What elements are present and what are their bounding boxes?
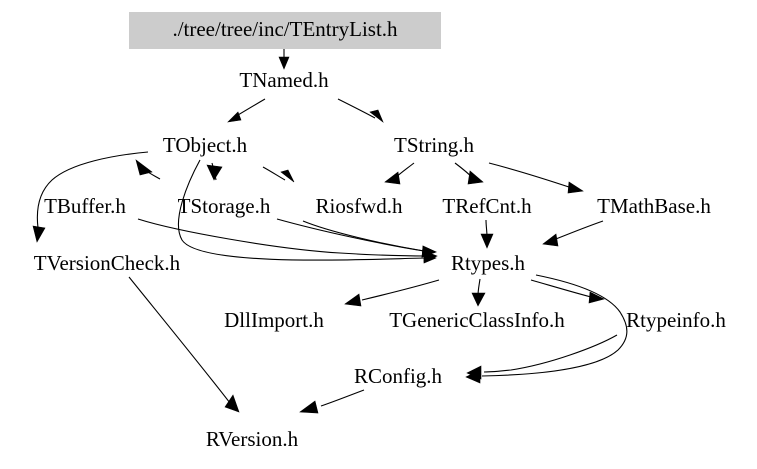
edge-rtypes-rtypeinfo [530,279,605,304]
node-label-rtypeinfo: Rtypeinfo.h [626,308,726,332]
node-label-tstorage: TStorage.h [178,194,271,218]
edge-tnamed-tstring [337,98,384,123]
edge-tstorage-rtypes [276,218,437,258]
edge-tstring-trefcnt [454,162,484,185]
edge-rtypeinfo-rconfig [466,334,618,380]
node-rtypeinfo[interactable]: Rtypeinfo.h [626,308,726,332]
node-rversion[interactable]: RVersion.h [206,427,299,451]
edge-tobject-tstorage [206,162,223,181]
edge-rtypes-tgenericclassinfo [471,278,486,307]
node-tnamed[interactable]: TNamed.h [239,68,329,92]
node-tbuffer[interactable]: TBuffer.h [44,194,126,218]
edge-layer [32,49,628,414]
node-label-riosfwd: Riosfwd.h [316,194,403,218]
edge-rconfig-rversion [299,389,365,414]
node-tobject[interactable]: TObject.h [163,133,248,157]
edge-tobject-riosfwd [262,166,295,183]
node-layer: ./tree/tree/inc/TEntryList.h TNamed.h TO… [34,12,726,451]
node-label-tstring: TString.h [394,133,474,157]
node-rconfig[interactable]: RConfig.h [354,364,443,388]
node-riosfwd[interactable]: Riosfwd.h [316,194,403,218]
node-label-tentrylist: ./tree/tree/inc/TEntryList.h [172,17,398,41]
edge-riosfwd-rtypes [302,220,437,258]
edge-tnamed-tobject [227,98,266,123]
edge-tobject-tversioncheck [32,151,149,243]
edge-tmathbase-rtypes [542,220,604,247]
node-label-tversioncheck: TVersionCheck.h [34,251,181,275]
node-label-tnamed: TNamed.h [239,68,329,92]
node-label-tgenericclassinfo: TGenericClassInfo.h [389,308,565,332]
edge-tversioncheck-rversion [128,276,240,413]
edge-trefcnt-rtypes [480,219,494,249]
node-label-tbuffer: TBuffer.h [44,194,126,218]
node-label-tobject: TObject.h [163,133,248,157]
node-label-dllimport: DllImport.h [224,308,324,332]
node-dllimport[interactable]: DllImport.h [224,308,324,332]
node-label-tmathbase: TMathBase.h [597,194,711,218]
edge-rtypes-dllimport [344,279,440,307]
node-rtypes[interactable]: Rtypes.h [451,251,526,275]
node-tentrylist[interactable]: ./tree/tree/inc/TEntryList.h [129,12,441,49]
node-trefcnt[interactable]: TRefCnt.h [442,194,532,218]
root-node-background [129,12,441,49]
node-label-rversion: RVersion.h [206,427,299,451]
edge-tentrylist-tnamed [278,49,290,70]
node-label-rtypes: Rtypes.h [451,251,526,275]
node-label-rconfig: RConfig.h [354,364,443,388]
edge-tobject-tbuffer [135,159,161,180]
node-tstring[interactable]: TString.h [394,133,474,157]
node-tversioncheck[interactable]: TVersionCheck.h [34,251,181,275]
node-tstorage[interactable]: TStorage.h [178,194,271,218]
node-label-trefcnt: TRefCnt.h [442,194,532,218]
edge-tstring-tmathbase [488,162,584,194]
edge-tstring-riosfwd [384,162,415,185]
node-tgenericclassinfo[interactable]: TGenericClassInfo.h [389,308,565,332]
node-tmathbase[interactable]: TMathBase.h [597,194,711,218]
